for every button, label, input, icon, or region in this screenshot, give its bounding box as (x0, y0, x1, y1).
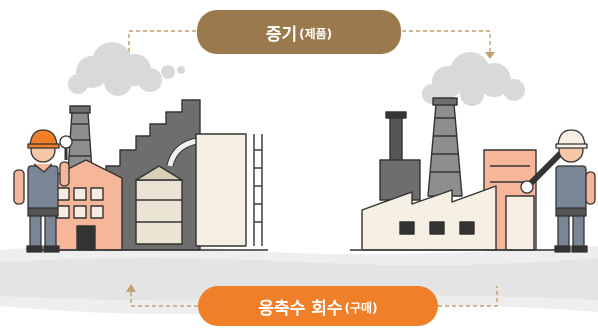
right-worker-icon (520, 129, 596, 253)
product-flow-arrowhead (485, 52, 495, 59)
right-plant-icon (350, 52, 560, 251)
return-label-sub: (구매) (344, 300, 378, 315)
storage-tank (195, 133, 247, 247)
return-flow-line-left (130, 292, 198, 307)
chimney-icon (427, 97, 463, 197)
smoke-cloud-icon (68, 42, 185, 96)
return-label-main: 응축수 회수 (258, 298, 343, 319)
left-worker-icon (13, 129, 73, 253)
return-flow-arrowhead (126, 284, 136, 292)
magnifier-icon (59, 135, 73, 160)
left-plant-icon (40, 42, 268, 251)
silo (135, 179, 183, 245)
product-label-pill: 증기(제품) (197, 10, 401, 54)
return-label-pill: 응축수 회수(구매) (198, 286, 438, 326)
product-flow-line-right (402, 30, 491, 52)
product-label-sub: (제품) (299, 26, 333, 41)
return-flow-line-right (438, 286, 498, 307)
smoke-cloud-icon (422, 52, 525, 106)
ground-shadow (0, 245, 598, 315)
product-label-main: 증기 (265, 24, 298, 45)
